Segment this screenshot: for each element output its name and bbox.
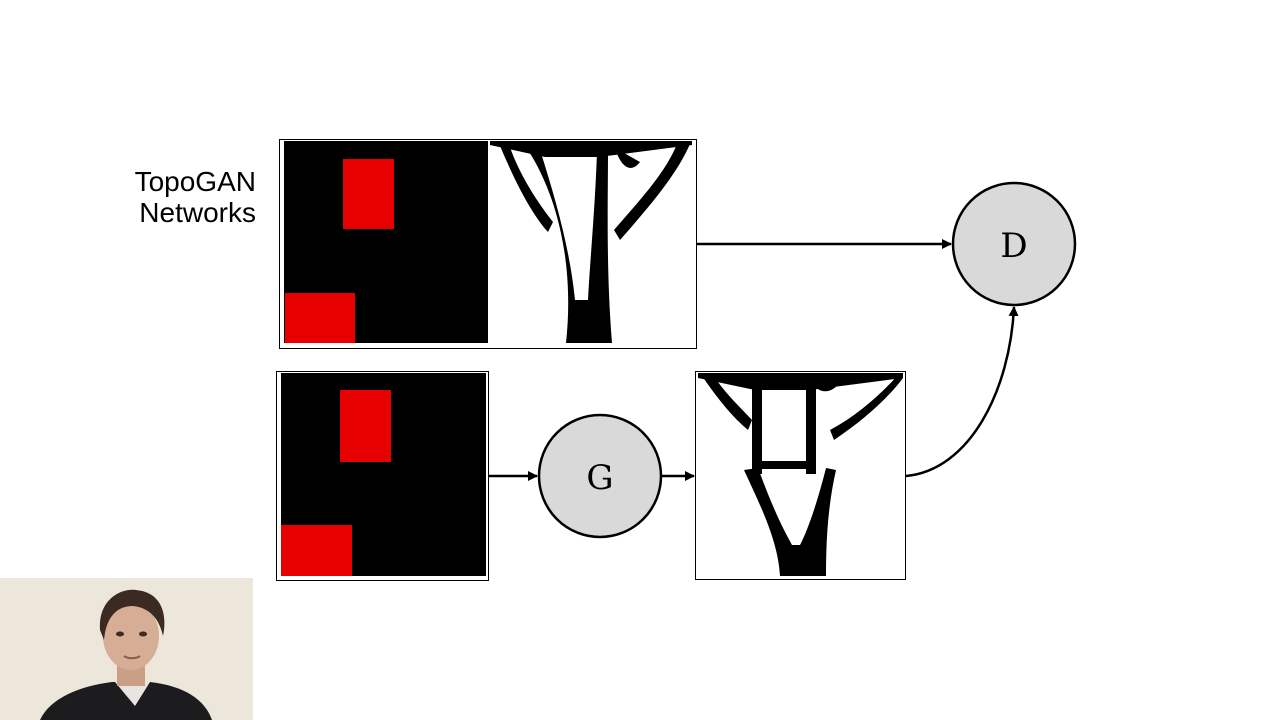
input-load-marker-upper	[340, 390, 391, 462]
slide-title: TopoGAN Networks	[100, 166, 256, 228]
slide-title-line-2: Networks	[139, 197, 256, 228]
presenter-webcam	[0, 578, 253, 720]
slide-title-line-1: TopoGAN	[134, 166, 256, 197]
generated-topology-panel	[695, 371, 906, 580]
real-topology-image	[488, 141, 694, 343]
input-load-panel	[276, 371, 489, 581]
generator-node: G	[537, 413, 663, 539]
generator-label: G	[586, 458, 613, 498]
discriminator-label: D	[1000, 226, 1027, 266]
real-pair-panel	[279, 139, 697, 349]
real-load-marker-lower	[285, 293, 355, 343]
real-load-marker-upper	[343, 159, 394, 229]
arrow-generated-to-discriminator	[905, 306, 1019, 478]
input-load-marker-lower	[281, 525, 352, 576]
presenter-figure	[0, 578, 253, 720]
discriminator-node: D	[951, 181, 1077, 307]
